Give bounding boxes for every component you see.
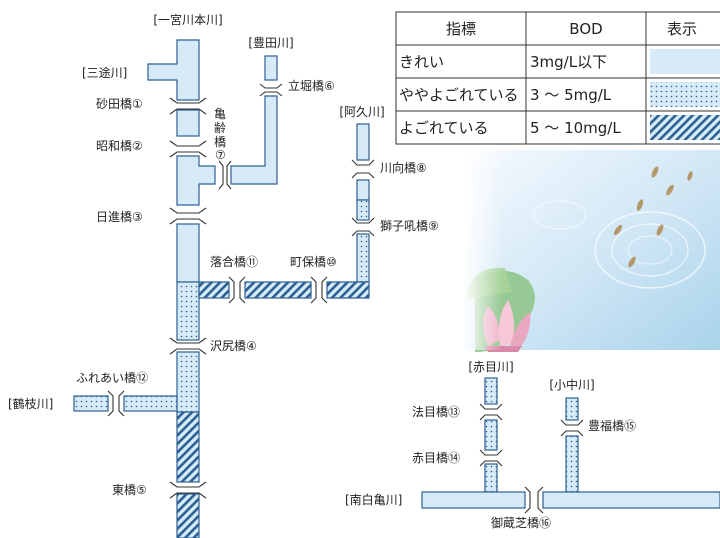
legend-row-clean-bod: 3mg/L以下: [530, 53, 607, 71]
bridge-label-tachibori: 立堀橋⑥: [288, 78, 335, 93]
ichinomiya-seg-top: [147, 39, 200, 101]
tsurueda-seg-lower: [123, 395, 178, 412]
bridge-label-hofuku: 豊福橋⑮: [588, 418, 636, 433]
legend-row-hatched-bod: 5 ～ 10mg/L: [530, 119, 621, 137]
bridge-label-onkurashiba: 御蔵芝橋⑯: [491, 515, 551, 530]
pond-illustration: [462, 150, 720, 352]
bridge-label-fureai: ふれあい橋⑫: [76, 371, 148, 385]
bridge-markers: [107, 83, 584, 514]
river-label-aku: [阿久川]: [339, 105, 384, 119]
bridge-label-kawamuki: 川向橋⑧: [380, 160, 427, 175]
akame-seg-hokume: [484, 419, 498, 451]
minami-shirakame-seg-lower: [542, 491, 720, 509]
bridge-label-nisshin: 日進橋③: [96, 210, 143, 224]
river-label-minami-shirakame: [南白亀川]: [345, 492, 402, 507]
river-labels: [一宮川本川] [三途川] [豊田川] [阿久川] [鶴枝川] [赤目川] [小…: [8, 12, 595, 507]
bridge-label-sunada: 砂田橋①: [96, 97, 143, 111]
river-label-konaka: [小中川]: [549, 377, 594, 392]
aku-seg-shishiku-down: [356, 233, 370, 283]
river-pipes: [73, 39, 720, 538]
river-label-tsurueda: [鶴枝川]: [8, 396, 53, 411]
bridge-label-akame: 赤目橋⑭: [412, 451, 460, 465]
toyota-seg-lower: [230, 95, 278, 185]
river-label-ichinomiya: [一宮川本川]: [153, 12, 222, 27]
legend-row-dotted-bod: 3 ～ 5mg/L: [530, 86, 612, 104]
bridge-label-kamerei-3: 橋: [214, 135, 226, 149]
minami-shirakame-seg-upper: [421, 491, 526, 509]
bridge-label-hokume: 法目橋⑬: [412, 405, 460, 419]
aku-seg-kawamuki-lower: [356, 199, 370, 221]
bridge-label-sawajiri: 沢尻橋④: [210, 339, 257, 353]
legend-row-clean-label: きれい: [399, 53, 444, 71]
legend-row-dotted-label: ややよごれている: [399, 86, 519, 104]
aku-seg-machiho-ochiai: [244, 281, 312, 299]
bridge-label-kamerei-2: 齢: [214, 120, 226, 135]
bridge-label-kamerei-1: 亀: [214, 107, 226, 121]
aku-seg-elbow: [326, 281, 370, 299]
bridge-labels: 砂田橋① 昭和橋② 日進橋③ 沢尻橋④ 東橋⑤ 立堀橋⑥ 亀 齢 橋 ⑦ 川向橋…: [76, 78, 636, 530]
bridge-label-azuma: 東橋⑤: [112, 483, 147, 497]
konaka-seg-top: [565, 397, 579, 421]
legend-swatch-hatched: [650, 115, 720, 140]
aku-seg-kawamuki-upper: [356, 179, 370, 201]
ichinomiya-seg-azuma-down: [176, 493, 200, 538]
tsurueda-seg-upper: [73, 395, 109, 412]
legend-header-indicator: 指標: [446, 20, 476, 38]
river-label-akame: [赤目川]: [468, 360, 513, 374]
aku-seg-ochiai-main: [198, 281, 230, 299]
bridge-label-machiho: 町保橋⑩: [290, 255, 337, 269]
bridge-label-ochiai: 落合橋⑪: [210, 254, 258, 269]
legend-header-bod: BOD: [569, 20, 602, 38]
legend-swatch-clean: [650, 49, 720, 74]
ichinomiya-seg-ochiai-sawajiri: [176, 281, 200, 341]
akame-seg-akame: [484, 463, 498, 493]
river-label-mito: [三途川]: [82, 65, 127, 80]
legend-header-display: 表示: [667, 20, 697, 38]
aku-seg-top: [356, 123, 370, 161]
ichinomiya-seg-sunada-showa: [176, 109, 200, 137]
bridge-label-shishiku: 獅子吼橋⑨: [380, 219, 439, 233]
bridge-label-showa: 昭和橋②: [96, 139, 143, 153]
legend-row-hatched-label: よごれている: [399, 119, 489, 137]
bridge-label-kamerei-4: ⑦: [215, 148, 226, 162]
ichinomiya-seg-sawajiri-fureai: [176, 351, 200, 413]
legend-table: 指標 BOD 表示 きれい 3mg/L以下 ややよごれている 3 ～ 5mg/L…: [395, 11, 720, 145]
akame-seg-top: [484, 377, 498, 405]
toyota-seg-top: [264, 55, 278, 81]
ichinomiya-seg-fureai-azuma: [176, 411, 200, 483]
river-label-toyota: [豊田川]: [248, 36, 293, 50]
legend-swatch-dotted: [650, 82, 720, 107]
konaka-seg-hofuku: [565, 435, 579, 493]
ichinomiya-seg-showa-nisshin: [176, 155, 216, 206]
ichinomiya-seg-nisshin-ochiai: [176, 223, 200, 283]
